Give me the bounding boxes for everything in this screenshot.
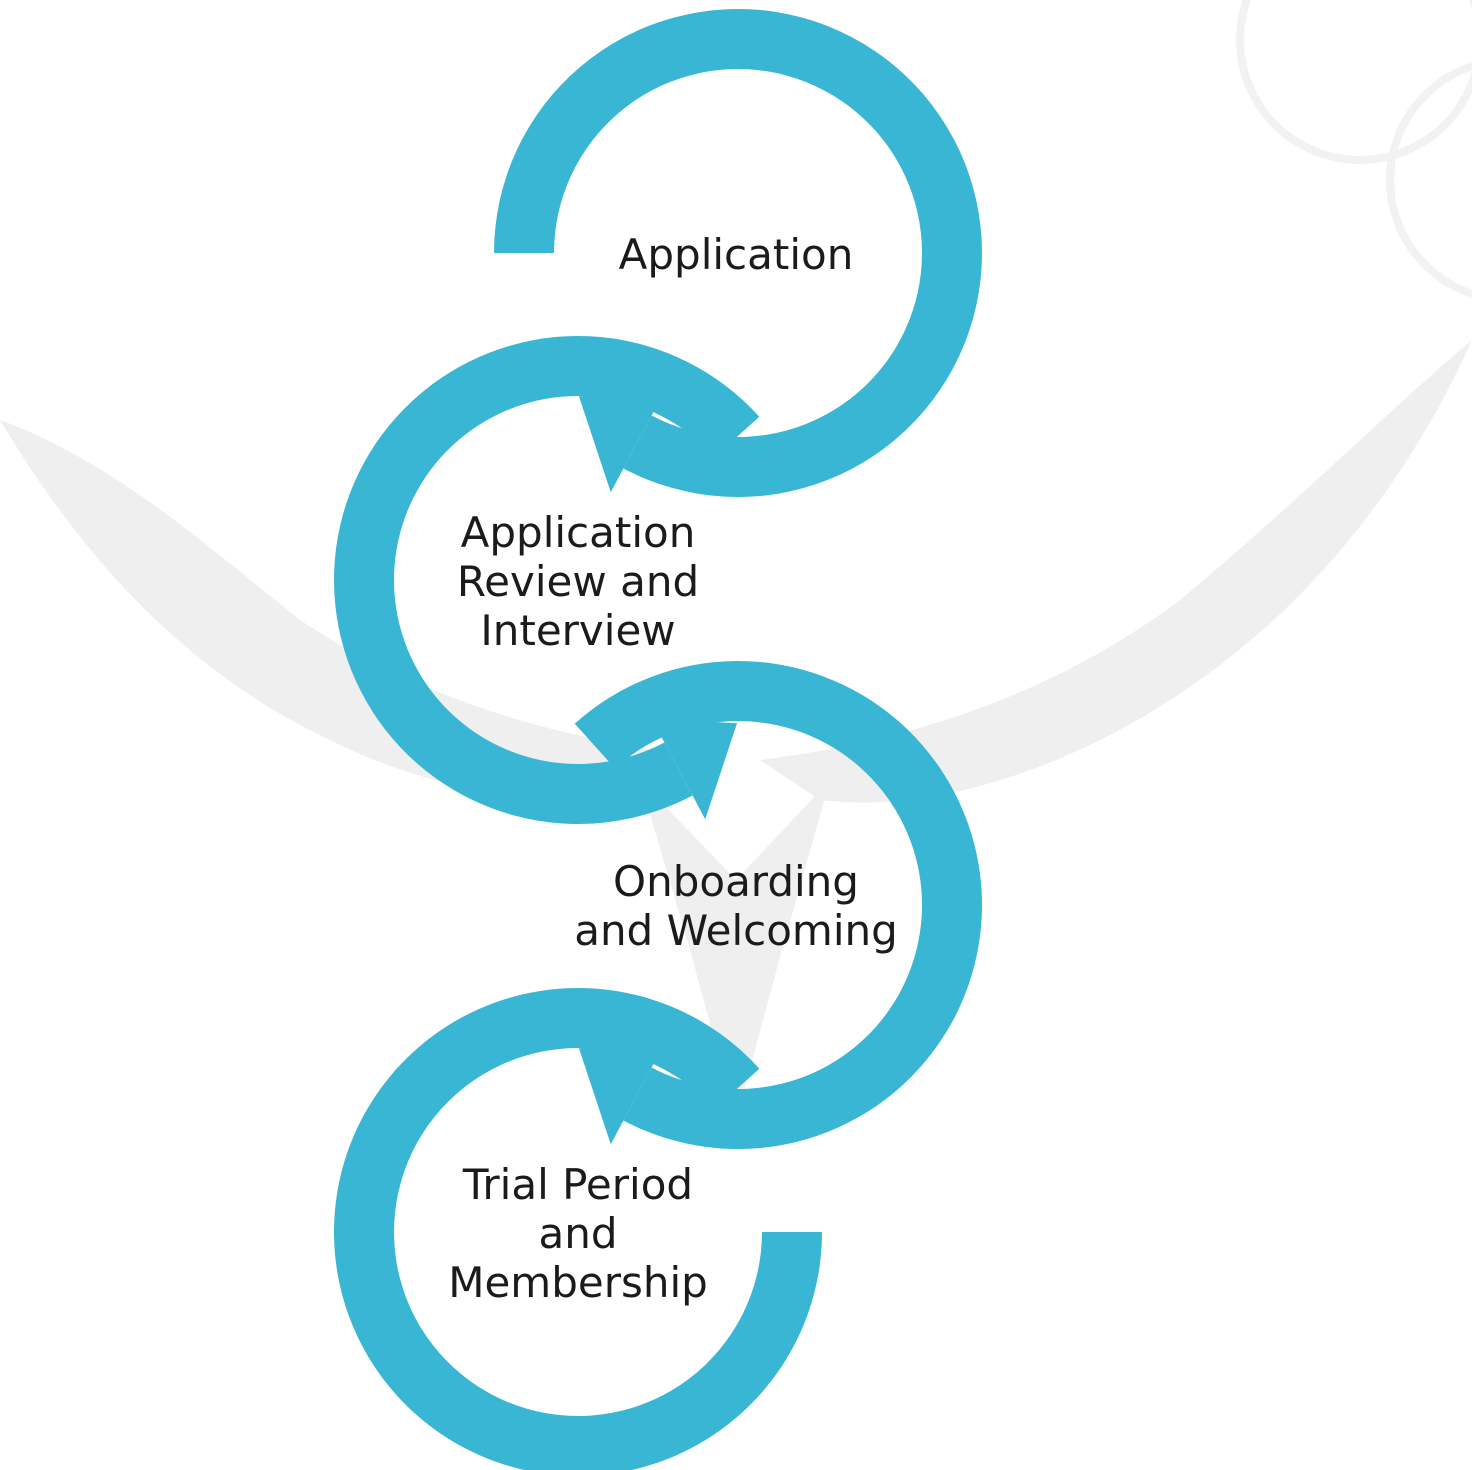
step-label-line: Interview — [480, 606, 676, 655]
watermark-right-wing — [760, 340, 1472, 803]
arrow-arc — [333, 336, 760, 824]
arrow-ring-application — [494, 9, 982, 498]
step-label-line: and — [538, 1209, 618, 1258]
step-label-line: and Welcoming — [574, 906, 898, 955]
step-label-line: Trial Period — [462, 1160, 694, 1209]
arrow-head — [578, 391, 665, 493]
watermark-circle — [1236, 0, 1472, 299]
step-label-line: Application — [618, 230, 854, 279]
step-label-line: Onboarding — [613, 857, 859, 906]
arrow-head — [578, 1043, 665, 1145]
step-label-line: Application — [460, 508, 696, 557]
arrow-arc — [574, 661, 982, 1149]
step-onboarding-label: Onboarding and Welcoming — [536, 857, 936, 955]
step-review-label: Application Review and Interview — [418, 508, 738, 655]
watermark-body — [640, 780, 830, 1120]
arrow-ring-review — [333, 336, 760, 824]
step-application-label: Application — [576, 230, 896, 279]
step-label-line: Membership — [448, 1258, 708, 1307]
step-trial-label: Trial Period and Membership — [418, 1160, 738, 1307]
arrow-head — [651, 718, 738, 820]
arrow-ring-onboarding — [574, 661, 982, 1149]
step-label-line: Review and — [456, 557, 700, 606]
